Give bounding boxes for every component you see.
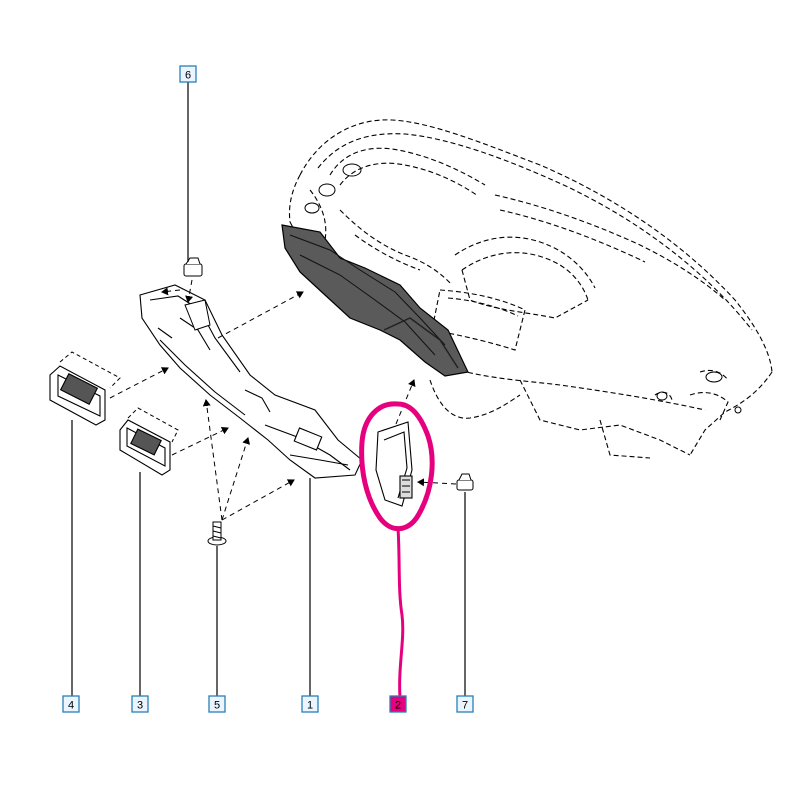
highlight-annotation: [359, 401, 435, 700]
leader-lines: [71, 82, 466, 696]
highlight-circle: [359, 401, 435, 531]
label-7: 7: [456, 695, 474, 713]
label-1-text: 1: [307, 700, 313, 712]
label-6-text: 6: [185, 70, 191, 82]
label-2-text: 2: [395, 700, 401, 712]
label-4: 4: [62, 695, 80, 713]
label-5-text: 5: [214, 700, 220, 712]
label-2: 2: [389, 695, 407, 713]
part-5-screw: [207, 521, 227, 546]
part-6-clip: [183, 257, 203, 277]
label-5: 5: [208, 695, 226, 713]
part-7-clip: [456, 473, 474, 491]
part-2-switch-cover: [375, 421, 413, 507]
label-6: 6: [179, 65, 197, 83]
assembly-arrows: [109, 279, 457, 521]
label-4-text: 4: [68, 700, 74, 712]
part-4-switch-bezel: [49, 365, 106, 426]
part-4-dashed-outline: [59, 351, 121, 389]
dashboard-outline: [288, 119, 773, 459]
part-3-dashed-outline: [127, 407, 179, 443]
label-1: 1: [301, 695, 319, 713]
highlight-line: [396, 526, 405, 700]
label-3: 3: [131, 695, 149, 713]
part-3-switch-bezel: [119, 419, 171, 476]
dashboard-details: [304, 163, 742, 414]
part-1-bracket: [184, 299, 211, 331]
label-7-text: 7: [462, 700, 468, 712]
label-3-text: 3: [137, 700, 143, 712]
part-1-lower-trim-panel: [139, 284, 363, 479]
dashboard-lower-structure: [281, 224, 469, 377]
